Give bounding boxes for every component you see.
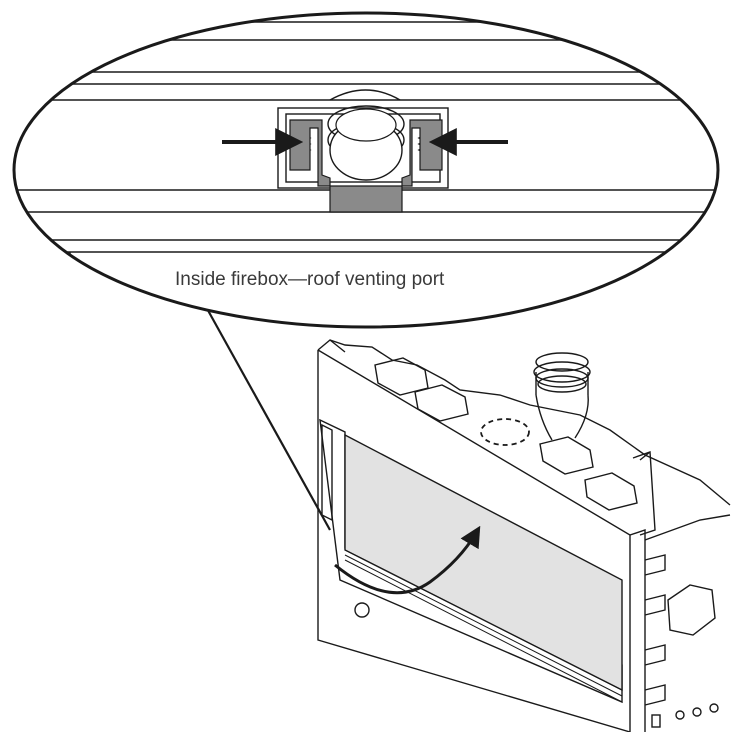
side-knockout [667, 584, 716, 636]
dashed-circle-marker [480, 418, 530, 446]
side-panel [644, 514, 731, 706]
detail-callout: Inside firebox—roof venting port [12, 11, 720, 329]
vent-collar [533, 352, 591, 441]
firebox-top-outline [329, 339, 731, 506]
knockout-4 [584, 472, 638, 511]
leader-line-right [500, 320, 505, 420]
knockout-3 [539, 436, 594, 475]
knockout-1 [374, 357, 429, 396]
glass-panel [344, 433, 623, 692]
glass-left-latch [321, 423, 333, 522]
curved-arrow-icon [334, 525, 481, 595]
detail-caption: Inside firebox—roof venting port [175, 269, 445, 290]
fireplace-unit [317, 339, 731, 732]
vent-bracket [289, 119, 443, 213]
firebox-back-edge [317, 339, 346, 353]
control-knob [354, 602, 370, 618]
side-bracket [632, 451, 656, 536]
leader-line-left [204, 304, 331, 531]
glass-lower-rail [344, 549, 623, 703]
front-panel-inner-edge [629, 529, 646, 732]
